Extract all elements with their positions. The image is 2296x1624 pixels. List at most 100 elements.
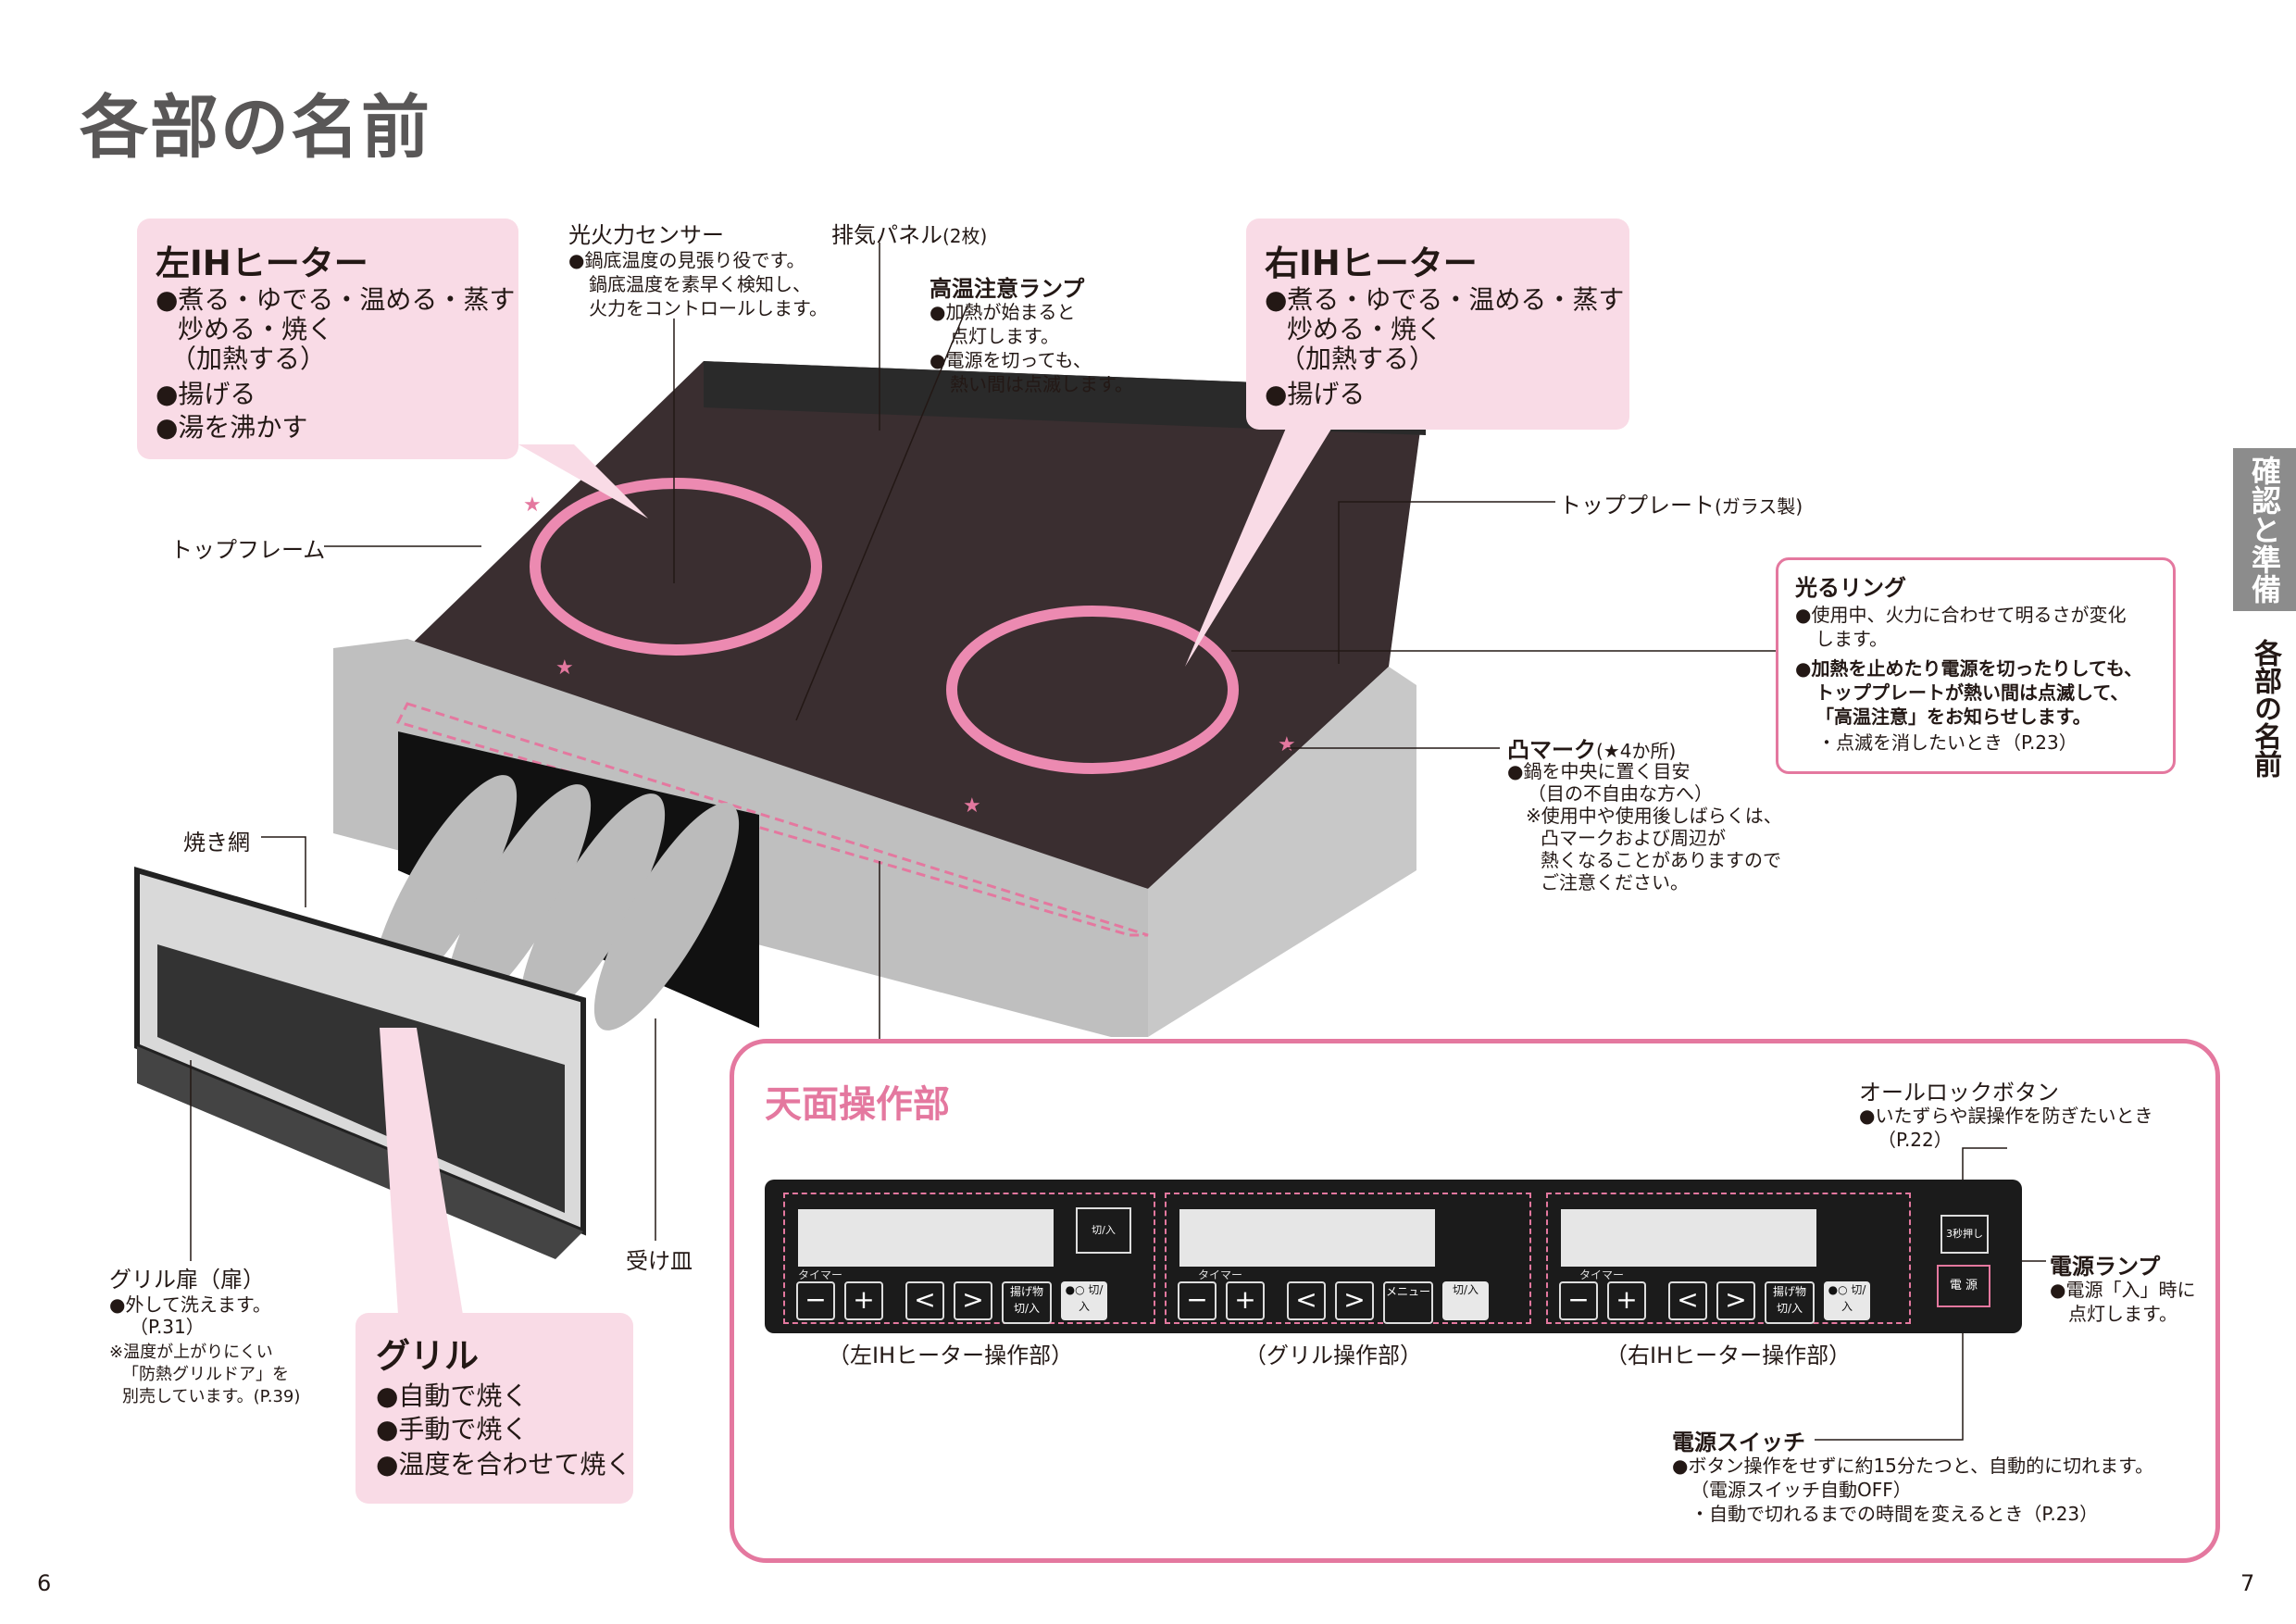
- right-ih-line: ●揚げる: [1265, 379, 1366, 409]
- sensor-title: 光火力センサー: [568, 222, 724, 248]
- power-switch-line: （電源スイッチ自動OFF）: [1691, 1479, 1912, 1501]
- left-button[interactable]: <: [905, 1281, 944, 1320]
- left-display: [798, 1209, 1054, 1267]
- grill-line: ●自動で焼く: [376, 1380, 529, 1411]
- right-button[interactable]: >: [1716, 1281, 1755, 1320]
- grill-net-label: 焼き網: [183, 830, 250, 856]
- exhaust-title: 排気パネル: [831, 222, 942, 248]
- timer-label: タイマー: [1198, 1268, 1243, 1281]
- right-display: [1561, 1209, 1816, 1267]
- left-ih-callout: 左IHヒーター ●煮る・ゆでる・温める・蒸す 炒める・焼く （加熱する） ●揚げ…: [137, 219, 518, 459]
- grill-control-zone: タイマー − + < > メニュー 切/入: [1165, 1193, 1531, 1324]
- all-lock-button[interactable]: 3秒押し: [1940, 1215, 1989, 1254]
- right-ih-pointer: [1185, 426, 1333, 667]
- fry-button[interactable]: 揚げ物 切/入: [1765, 1281, 1815, 1324]
- right-onoff-button[interactable]: ●○ 切/入: [1824, 1281, 1870, 1320]
- power-lamp-title: 電源ランプ: [2050, 1254, 2161, 1280]
- right-ring: [946, 606, 1239, 774]
- plus-button[interactable]: +: [1226, 1281, 1265, 1320]
- left-ih-title: 左IHヒーター: [156, 244, 368, 283]
- mark-star: ★: [1278, 733, 1296, 756]
- minus-button[interactable]: −: [1559, 1281, 1598, 1320]
- minus-button[interactable]: −: [1178, 1281, 1217, 1320]
- ring-title: 光るリング: [1795, 575, 1906, 601]
- grill-pointer: [380, 1028, 463, 1315]
- left-control-caption: （左IHヒーター操作部）: [828, 1343, 1074, 1368]
- mark-line: 凸マークおよび周辺が: [1541, 827, 1726, 849]
- minus-button[interactable]: −: [796, 1281, 835, 1320]
- left-button[interactable]: <: [1287, 1281, 1326, 1320]
- grill-callout: グリル ●自動で焼く ●手動で焼く ●温度を合わせて焼く: [356, 1313, 633, 1504]
- control-panel-frame: [730, 1039, 2220, 1563]
- top-frame-label: トップフレーム: [170, 537, 326, 563]
- mark-line: 熱くなることがありますので: [1541, 849, 1781, 871]
- grill-title: グリル: [376, 1336, 479, 1376]
- ring-line: トッププレートが熱い間は点滅して、: [1816, 681, 2129, 704]
- left-onoff-button[interactable]: ●○ 切/入: [1061, 1281, 1107, 1320]
- power-switch-button[interactable]: 電 源: [1937, 1265, 1990, 1307]
- sensor-line: 鍋底温度を素早く検知し、: [589, 273, 811, 295]
- mark-star: ★: [523, 493, 542, 517]
- left-ih-pointer: [518, 444, 648, 518]
- left-ih-line: ●湯を沸かす: [156, 412, 308, 443]
- panel-title: 天面操作部: [765, 1083, 950, 1126]
- all-lock-line: ●いたずらや誤操作を防ぎたいとき: [1859, 1105, 2153, 1127]
- sensor-line: 火力をコントロールします。: [589, 297, 828, 319]
- power-switch-title: 電源スイッチ: [1672, 1430, 1805, 1455]
- grill-door-line: 別売しています。(P.39): [122, 1387, 301, 1406]
- sensor-line: ●鍋底温度の見張り役です。: [568, 249, 805, 271]
- all-lock-line: （P.22）: [1878, 1129, 1953, 1151]
- hot-lamp-line: 熱い間は点滅します。: [950, 373, 1133, 395]
- exhaust-label: 排気パネル(2枚): [831, 217, 987, 249]
- power-switch-line: ●ボタン操作をせずに約15分たつと、自動的に切れます。: [1672, 1455, 2154, 1477]
- grill-door-line: ※温度が上がりにくい: [109, 1343, 273, 1362]
- grill-window: [157, 944, 565, 1213]
- timer-label: タイマー: [1579, 1268, 1625, 1281]
- mark-line: ※使用中や使用後しばらくは、: [1526, 805, 1782, 827]
- left-ih-control-zone: 切/入 タイマー − + < > 揚げ物 切/入 ●○ 切/入: [783, 1193, 1155, 1324]
- plus-button[interactable]: +: [1607, 1281, 1646, 1320]
- right-ih-line: （加熱する）: [1279, 344, 1436, 374]
- grill-onoff-button[interactable]: 切/入: [1442, 1281, 1489, 1320]
- fish-shape: [519, 793, 666, 1021]
- ring-line: ●加熱を止めたり電源を切ったりしても、: [1795, 657, 2143, 680]
- right-ih-line: ●煮る・ゆでる・温める・蒸す: [1265, 284, 1625, 315]
- hot-lamp-title: 高温注意ランプ: [930, 276, 1085, 302]
- ring-line: 「高温注意」をお知らせします。: [1816, 706, 2091, 728]
- grill-control-caption: （グリル操作部）: [1244, 1343, 1422, 1368]
- page-number-right: 7: [2240, 1570, 2255, 1596]
- mark-title: 凸マーク: [1507, 737, 1596, 763]
- right-button[interactable]: >: [954, 1281, 992, 1320]
- right-ih-control-zone: タイマー − + < > 揚げ物 切/入 ●○ 切/入: [1546, 1193, 1911, 1324]
- plus-button[interactable]: +: [844, 1281, 883, 1320]
- grill-door-line: 「防熱グリルドア」を: [122, 1365, 289, 1384]
- exhaust-panel-shape: [704, 361, 1426, 435]
- tray-label: 受け皿: [626, 1248, 693, 1274]
- right-control-caption: （右IHヒーター操作部）: [1605, 1343, 1852, 1368]
- page-number-left: 6: [37, 1570, 52, 1596]
- mark-line: ご注意ください。: [1541, 871, 1689, 893]
- control-strip: 切/入 タイマー − + < > 揚げ物 切/入 ●○ 切/入 タイマー − +…: [765, 1180, 2022, 1333]
- grill-line: ●温度を合わせて焼く: [376, 1449, 632, 1480]
- ring-line: ・点滅を消したいとき（P.23）: [1817, 731, 2078, 754]
- fish-shape: [593, 803, 740, 1031]
- section-tab[interactable]: 確認と準備: [2233, 448, 2296, 611]
- top-plate-note: (ガラス製): [1715, 495, 1803, 518]
- hot-lamp-line: ●電源を切っても、: [930, 349, 1092, 371]
- top-plate-label: トッププレート(ガラス製): [1559, 487, 1803, 519]
- mark-star: ★: [963, 794, 981, 818]
- menu-button[interactable]: メニュー: [1383, 1281, 1433, 1324]
- left-ih-line: ●煮る・ゆでる・温める・蒸す: [156, 284, 516, 315]
- mark-line: ●鍋を中央に置く目安: [1507, 760, 1691, 782]
- right-button[interactable]: >: [1335, 1281, 1374, 1320]
- fry-button[interactable]: 揚げ物 切/入: [1002, 1281, 1052, 1324]
- right-ih-title: 右IHヒーター: [1265, 244, 1478, 283]
- grill-door-title: グリル扉（扉）: [109, 1267, 265, 1293]
- tray-shape: [137, 1046, 583, 1259]
- left-ring: [530, 478, 822, 656]
- left-button[interactable]: <: [1668, 1281, 1707, 1320]
- left-lock-icon[interactable]: 切/入: [1076, 1207, 1131, 1254]
- grill-line: ●手動で焼く: [376, 1414, 529, 1444]
- left-ih-line: （加熱する）: [170, 344, 327, 374]
